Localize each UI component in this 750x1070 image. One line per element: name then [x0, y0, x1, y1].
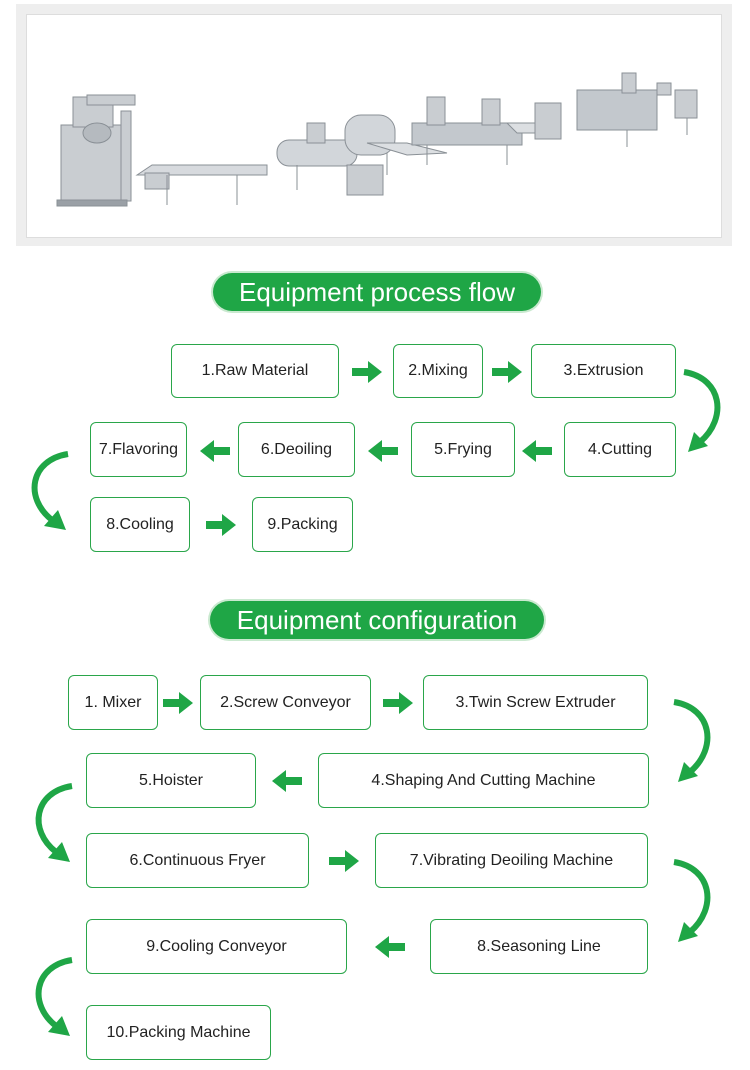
- flow-step-raw-material: 1.Raw Material: [171, 344, 339, 398]
- flow-step-mixing: 2.Mixing: [393, 344, 483, 398]
- flow-step-cutting: 4.Cutting: [564, 422, 676, 477]
- right-arrow-icon: [163, 692, 193, 714]
- config-step-vibrating-deoiling-machine: 7.Vibrating Deoiling Machine: [375, 833, 648, 888]
- config-step-hoister: 5.Hoister: [86, 753, 256, 808]
- config-step-continuous-fryer: 6.Continuous Fryer: [86, 833, 309, 888]
- left-arrow-icon: [200, 440, 230, 462]
- flow-step-packing: 9.Packing: [252, 497, 353, 552]
- curved-down-arrow-icon: [673, 699, 711, 782]
- config-step-packing-machine: 10.Packing Machine: [86, 1005, 271, 1060]
- right-arrow-icon: [352, 361, 382, 383]
- config-step-cooling-conveyor: 9.Cooling Conveyor: [86, 919, 347, 974]
- photo-frame: [16, 4, 732, 246]
- curved-down-arrow-icon: [35, 957, 73, 1036]
- curved-down-arrow-icon: [673, 859, 711, 942]
- curved-down-arrow-icon: [35, 783, 73, 862]
- flow-step-flavoring: 7.Flavoring: [90, 422, 187, 477]
- section2-title: Equipment configuration: [210, 601, 544, 639]
- left-arrow-icon: [272, 770, 302, 792]
- flow-step-frying: 5.Frying: [411, 422, 515, 477]
- section1-title: Equipment process flow: [213, 273, 541, 311]
- right-arrow-icon: [383, 692, 413, 714]
- flow-step-extrusion: 3.Extrusion: [531, 344, 676, 398]
- flow-step-cooling: 8.Cooling: [90, 497, 190, 552]
- config-step-shaping-cutting-machine: 4.Shaping And Cutting Machine: [318, 753, 649, 808]
- machinery-illustration: [56, 72, 698, 207]
- config-step-seasoning-line: 8.Seasoning Line: [430, 919, 648, 974]
- left-arrow-icon: [368, 440, 398, 462]
- right-arrow-icon: [492, 361, 522, 383]
- curved-down-arrow-icon: [31, 451, 69, 530]
- config-step-screw-conveyor: 2.Screw Conveyor: [200, 675, 371, 730]
- production-line-photo: [26, 14, 722, 238]
- left-arrow-icon: [522, 440, 552, 462]
- right-arrow-icon: [206, 514, 236, 536]
- config-step-mixer: 1. Mixer: [68, 675, 158, 730]
- flow-step-deoiling: 6.Deoiling: [238, 422, 355, 477]
- curved-down-arrow-icon: [683, 369, 721, 452]
- config-step-twin-screw-extruder: 3.Twin Screw Extruder: [423, 675, 648, 730]
- right-arrow-icon: [329, 850, 359, 872]
- left-arrow-icon: [375, 936, 405, 958]
